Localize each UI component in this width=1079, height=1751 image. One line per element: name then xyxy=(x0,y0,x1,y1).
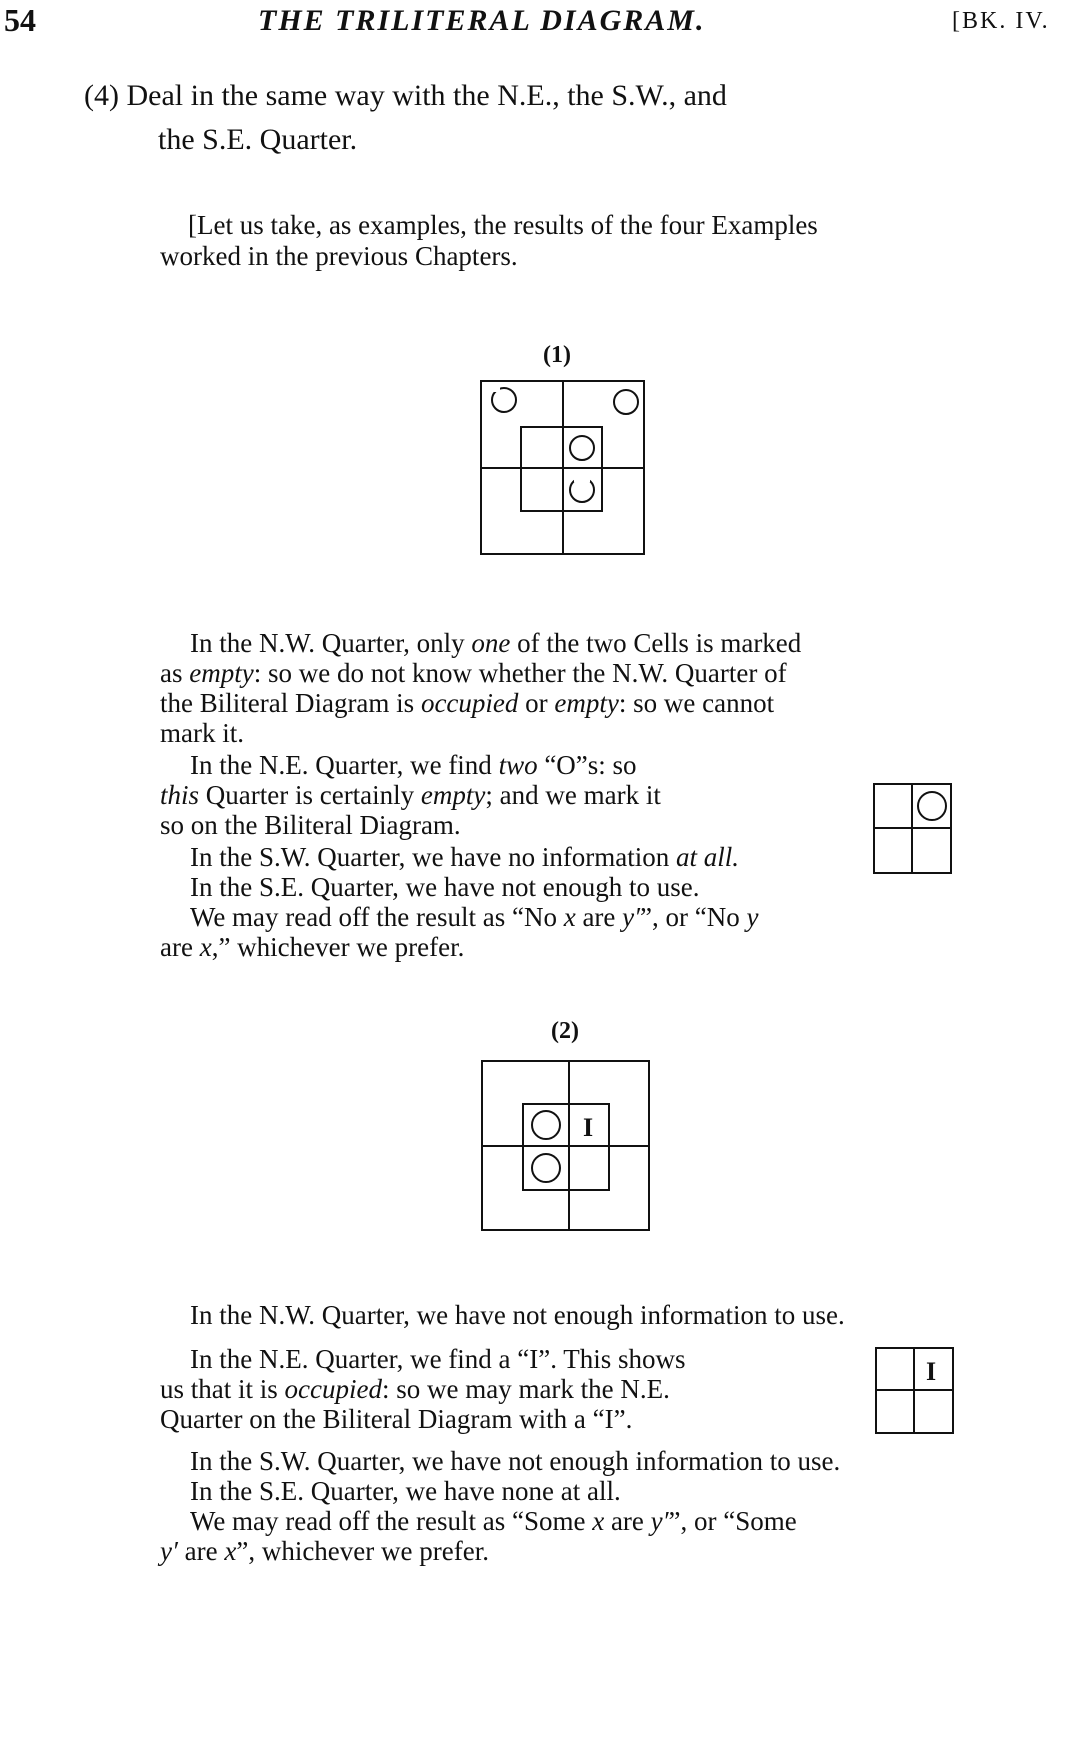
rule-4-line-2: the S.E. Quarter. xyxy=(158,123,358,156)
intro-line-1: [Let us take, as examples, the results o… xyxy=(188,210,818,240)
cell-mark-o-open xyxy=(491,387,517,413)
running-title: THE TRILITERAL DIAGRAM. xyxy=(258,4,706,37)
ex2-p2-line-3: Quarter on the Biliteral Diagram with a … xyxy=(160,1404,633,1434)
ex2-p2-line-1: In the N.E. Quarter, we find a “I”. This… xyxy=(190,1344,686,1374)
ex2-p4: In the S.E. Quarter, we have none at all… xyxy=(190,1476,621,1506)
ex2-p3: In the S.W. Quarter, we have not enough … xyxy=(190,1446,841,1476)
page-number: 54 xyxy=(4,2,36,38)
biliteral-diagram-1 xyxy=(873,783,952,874)
cell-mark-o xyxy=(613,389,639,415)
ex1-p2-line-1: In the N.E. Quarter, we find two “O”s: s… xyxy=(190,750,637,780)
ex2-p1: In the N.W. Quarter, we have not enough … xyxy=(190,1300,845,1330)
biliteral-mark-o xyxy=(917,791,947,821)
cell-mark-i: I xyxy=(583,1113,593,1142)
biliteral-mark-i: I xyxy=(926,1357,936,1386)
cell-mark-o xyxy=(531,1153,561,1183)
ex1-p4: In the S.E. Quarter, we have not enough … xyxy=(190,872,700,902)
ex2-p5-line-1: We may read off the result as “Some x ar… xyxy=(190,1506,797,1536)
cell-mark-o xyxy=(569,435,595,461)
biliteral-diagram-2: I xyxy=(875,1347,954,1434)
figure-1-label: (1) xyxy=(543,342,571,368)
ex1-p3: In the S.W. Quarter, we have no informat… xyxy=(190,842,740,872)
triliteral-diagram-1 xyxy=(480,380,645,555)
ex1-p5-line-2: are x,” whichever we prefer. xyxy=(160,932,465,962)
ex1-p1-line-1: In the N.W. Quarter, only one of the two… xyxy=(190,628,802,658)
cell-mark-o xyxy=(531,1110,561,1140)
ex1-p2-line-3: so on the Biliteral Diagram. xyxy=(160,810,461,840)
ex1-p5-line-1: We may read off the result as “No x are … xyxy=(190,902,759,932)
ex2-p2-line-2: us that it is occupied: so we may mark t… xyxy=(160,1374,670,1404)
intro-line-2: worked in the previous Chapters. xyxy=(160,241,518,271)
ex1-p1-line-2: as empty: so we do not know whether the … xyxy=(160,658,787,688)
ex1-p2-line-2: this Quarter is certainly empty; and we … xyxy=(160,780,661,810)
ex2-p5-line-2: y′ are x”, whichever we prefer. xyxy=(160,1536,489,1566)
triliteral-diagram-2: I xyxy=(481,1060,650,1231)
ex1-p1-line-4: mark it. xyxy=(160,718,244,748)
rule-4-line-1: (4) Deal in the same way with the N.E., … xyxy=(84,79,727,112)
inner-square xyxy=(520,426,603,512)
book-reference: [BK. IV. xyxy=(952,8,1050,34)
ex1-p1-line-3: the Biliteral Diagram is occupied or emp… xyxy=(160,688,775,718)
figure-2-label: (2) xyxy=(551,1018,579,1044)
